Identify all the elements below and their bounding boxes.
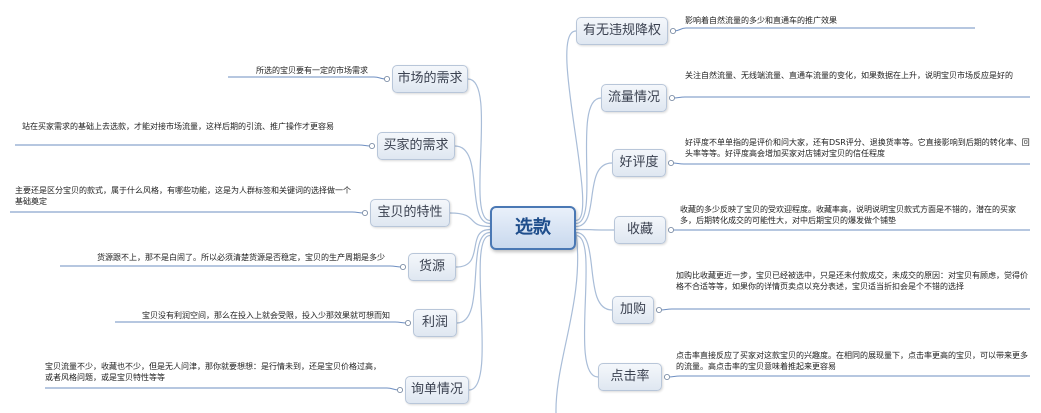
topic-supply[interactable]: 货源: [408, 253, 456, 281]
collapse-toggle[interactable]: [383, 75, 391, 83]
branch-line: [575, 234, 599, 378]
branch-line: [456, 231, 491, 324]
collapse-toggles: [361, 27, 677, 394]
branch-line: [575, 97, 602, 225]
collapse-toggle[interactable]: [667, 226, 675, 234]
topic-rating[interactable]: 好评度: [612, 149, 666, 177]
branch-line: [555, 231, 579, 413]
topic-market-demand[interactable]: 市场的需求: [392, 65, 468, 93]
topic-profit[interactable]: 利润: [413, 309, 457, 337]
note-violation-demotion: 影响着自然流量的多少和直通车的推广效果: [685, 16, 837, 25]
note-market-demand: 所选的宝贝要有一定的市场需求: [256, 66, 368, 75]
note-add-to-cart: 加购比收藏更近一步，宝贝已经被选中，只是还未付款成交，未成交的原因：对宝贝有顾虑…: [676, 271, 1028, 291]
branch-line: [467, 78, 491, 222]
branch-line: [575, 231, 613, 311]
branch-line: [575, 228, 615, 231]
branch-line: [455, 228, 491, 268]
note-underline: [10, 211, 365, 214]
branch-line: [468, 234, 491, 391]
collapse-toggle[interactable]: [663, 373, 671, 381]
note-underline: [115, 321, 408, 324]
note-profit: 宝贝没有利润空间，那么在投入上就会受限，投入少那效果就可想而知: [142, 311, 390, 320]
topic-inquiries[interactable]: 询单情况: [405, 376, 469, 404]
collapse-toggle[interactable]: [669, 27, 677, 35]
note-underline: [15, 144, 372, 147]
note-underline: [228, 76, 387, 80]
note-traffic: 关注自然流量、无线端流量、直通车流量的变化，如果数据在上升，说明宝贝市场反应是好…: [685, 71, 1013, 80]
branch-line: [449, 212, 491, 228]
note-underline: [671, 162, 1030, 165]
branch-line: [566, 30, 584, 222]
note-click-rate: 点击率直接反应了买家对这款宝贝的兴趣度。在相同的展现量下，点击率更高的宝贝，可以…: [676, 351, 1028, 371]
collapse-toggle[interactable]: [399, 263, 407, 271]
collapse-toggle[interactable]: [667, 159, 675, 167]
collapse-toggle[interactable]: [368, 142, 376, 150]
note-supply: 货源跟不上，那不是白闹了。所以必须清楚货源是否稳定，宝贝的生产周期是多少: [97, 253, 385, 262]
topic-click-rate[interactable]: 点击率: [598, 363, 662, 391]
note-underline: [667, 375, 1030, 378]
branch-lines: [449, 30, 615, 413]
topic-buyer-demand[interactable]: 买家的需求: [377, 132, 455, 160]
collapse-toggle[interactable]: [655, 306, 663, 314]
topic-add-to-cart[interactable]: 加购: [612, 296, 654, 324]
collapse-toggle[interactable]: [404, 319, 412, 327]
note-buyer-demand: 站在买家需求的基础上去选款，才能对接市场流量，这样后期的引流、推广操作才更容易: [22, 122, 334, 131]
note-underline: [60, 265, 403, 268]
branch-line: [454, 145, 491, 225]
note-inquiries: 宝贝流量不少，收藏也不少，但是无人问津，那你就要想想：是行情未到，还是宝贝价格过…: [45, 362, 381, 382]
note-underline: [659, 308, 1030, 311]
topic-favorites[interactable]: 收藏: [614, 216, 666, 244]
note-favorites: 收藏的多少反映了宝贝的受欢迎程度。收藏率高，说明说明宝贝款式方面是不错的，潜在的…: [680, 205, 1016, 225]
root-topic[interactable]: 选款: [490, 206, 576, 250]
collapse-toggle[interactable]: [361, 209, 369, 217]
note-underline: [672, 96, 1030, 99]
collapse-toggle[interactable]: [396, 386, 404, 394]
note-underline: [673, 27, 975, 32]
topic-violation-demotion[interactable]: 有无违规降权: [576, 17, 668, 45]
topic-traffic[interactable]: 流量情况: [601, 84, 667, 112]
collapse-toggle[interactable]: [668, 94, 676, 102]
branch-line: [575, 162, 613, 228]
topic-product-traits[interactable]: 宝贝的特性: [370, 199, 450, 227]
note-product-traits: 主要还是区分宝贝的款式，属于什么风格，有哪些功能，这是为人群标签和关键词的选择做…: [15, 186, 351, 206]
note-rating: 好评度不单单指的是评价和问大家，还有DSR评分、退换货率等。它直接影响到后期的转…: [685, 138, 1030, 158]
note-underline: [45, 387, 400, 391]
